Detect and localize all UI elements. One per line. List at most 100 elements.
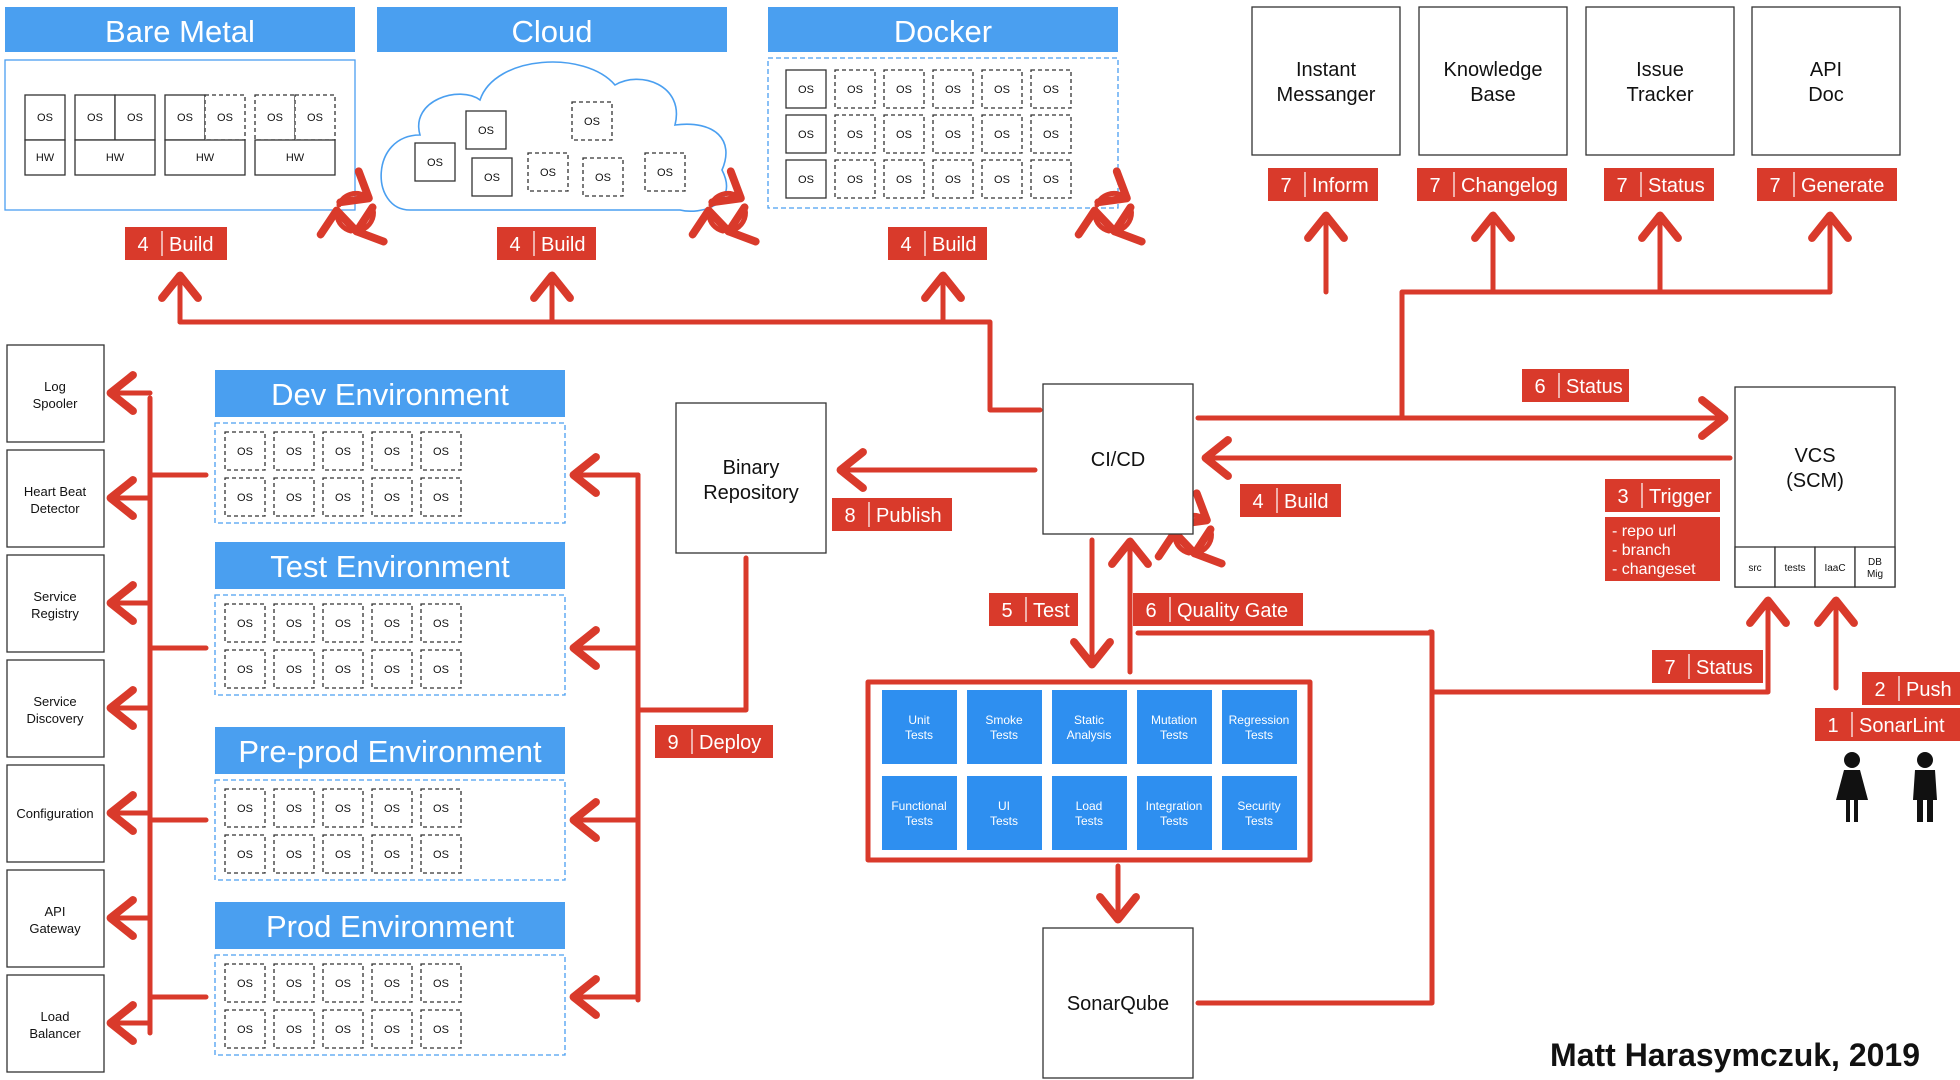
os-label: OS xyxy=(335,1024,351,1036)
os-label: OS xyxy=(994,174,1010,186)
badge-step: 7 xyxy=(1664,657,1675,679)
os-label: OS xyxy=(286,978,302,990)
os-label: OS xyxy=(384,849,400,861)
service-label: Registry xyxy=(31,606,79,621)
os-label: OS xyxy=(595,172,611,184)
env-vm: OS xyxy=(322,1009,364,1049)
env-vm: OS xyxy=(224,477,266,517)
tool-issue-tracker: Issue Tracker xyxy=(1585,6,1735,156)
os-label: OS xyxy=(237,849,253,861)
docker-container: OS xyxy=(932,114,974,154)
badge-text: Status xyxy=(1696,657,1753,679)
os-label: OS xyxy=(127,112,143,124)
os-label: OS xyxy=(384,618,400,630)
tool-instant-messanger: Instant Messanger xyxy=(1251,6,1401,156)
badge-text: Status xyxy=(1648,175,1705,197)
docker-container: OS xyxy=(981,114,1023,154)
service-label: Gateway xyxy=(29,921,81,936)
env-vm: OS xyxy=(371,477,413,517)
docker-container: OS xyxy=(932,159,974,199)
environment-title: Prod Environment xyxy=(266,909,515,944)
env-vm: OS xyxy=(420,477,462,517)
test-label: Smoke xyxy=(985,713,1023,727)
os-label: OS xyxy=(478,125,494,137)
environment-title: Dev Environment xyxy=(271,377,509,412)
os-label: OS xyxy=(237,492,253,504)
os-label: OS xyxy=(384,446,400,458)
vcs-cell-tests: tests xyxy=(1784,563,1805,574)
test-label: Mutation xyxy=(1151,713,1197,727)
docker-container: OS xyxy=(883,114,925,154)
env-vm: OS xyxy=(224,1009,266,1049)
os-label: OS xyxy=(945,129,961,141)
os-label: OS xyxy=(896,174,912,186)
badge-text: Publish xyxy=(876,505,942,527)
env-vm: OS xyxy=(420,649,462,689)
docker-container: OS xyxy=(1030,69,1072,109)
service-label: Heart Beat xyxy=(24,484,87,499)
os-label: OS xyxy=(335,618,351,630)
badge-text: Build xyxy=(1284,491,1328,513)
vcs-label: VCS xyxy=(1794,445,1835,467)
env-vm: OS xyxy=(420,603,462,643)
vcs-label: (SCM) xyxy=(1786,470,1844,492)
test-label: Functional xyxy=(891,799,946,813)
env-vm: OS xyxy=(273,788,315,828)
sonarqube: SonarQube xyxy=(1042,927,1194,1079)
badge-text: Build xyxy=(932,234,976,256)
os-label: OS xyxy=(384,803,400,815)
env-vm: OS xyxy=(322,603,364,643)
env-vm: OS xyxy=(420,1009,462,1049)
os-label: OS xyxy=(427,157,443,169)
docker-container: OS xyxy=(883,159,925,199)
vcs-cell-mig: Mig xyxy=(1867,569,1883,580)
service-label: Detector xyxy=(30,501,80,516)
env-vm: OS xyxy=(224,963,266,1003)
badge-step: 2 xyxy=(1874,679,1885,701)
trigger-details: - repo url - branch - changeset xyxy=(1605,517,1720,581)
env-vm: OS xyxy=(273,431,315,471)
test-label: Tests xyxy=(905,728,933,742)
test-label: Load xyxy=(1076,799,1103,813)
vcs-cell-db: DB xyxy=(1868,557,1882,568)
os-label: OS xyxy=(1043,129,1059,141)
env-vm: OS xyxy=(224,603,266,643)
env-vm: OS xyxy=(224,788,266,828)
flow-arrows xyxy=(147,211,1858,1036)
os-label: OS xyxy=(286,803,302,815)
service-label: Load xyxy=(41,1009,70,1024)
os-label: OS xyxy=(335,492,351,504)
os-label: OS xyxy=(433,803,449,815)
os-label: OS xyxy=(307,112,323,124)
os-label: OS xyxy=(217,112,233,124)
platform-bare-metal: Bare Metal OS HW OS OS HW OS OS HW xyxy=(4,7,356,211)
tool-label: Messanger xyxy=(1277,84,1376,106)
docker-container: OS xyxy=(785,69,827,109)
os-label: OS xyxy=(177,112,193,124)
os-label: OS xyxy=(584,116,600,128)
os-label: OS xyxy=(433,618,449,630)
env-vm: OS xyxy=(322,963,364,1003)
tool-label: Knowledge xyxy=(1444,59,1543,81)
env-vm: OS xyxy=(371,649,413,689)
test-label: Unit xyxy=(908,713,930,727)
os-label: OS xyxy=(433,446,449,458)
test-label: Tests xyxy=(1160,814,1188,828)
os-label: OS xyxy=(237,446,253,458)
os-label: OS xyxy=(945,174,961,186)
test-label: Tests xyxy=(1245,814,1273,828)
env-vm: OS xyxy=(273,1009,315,1049)
